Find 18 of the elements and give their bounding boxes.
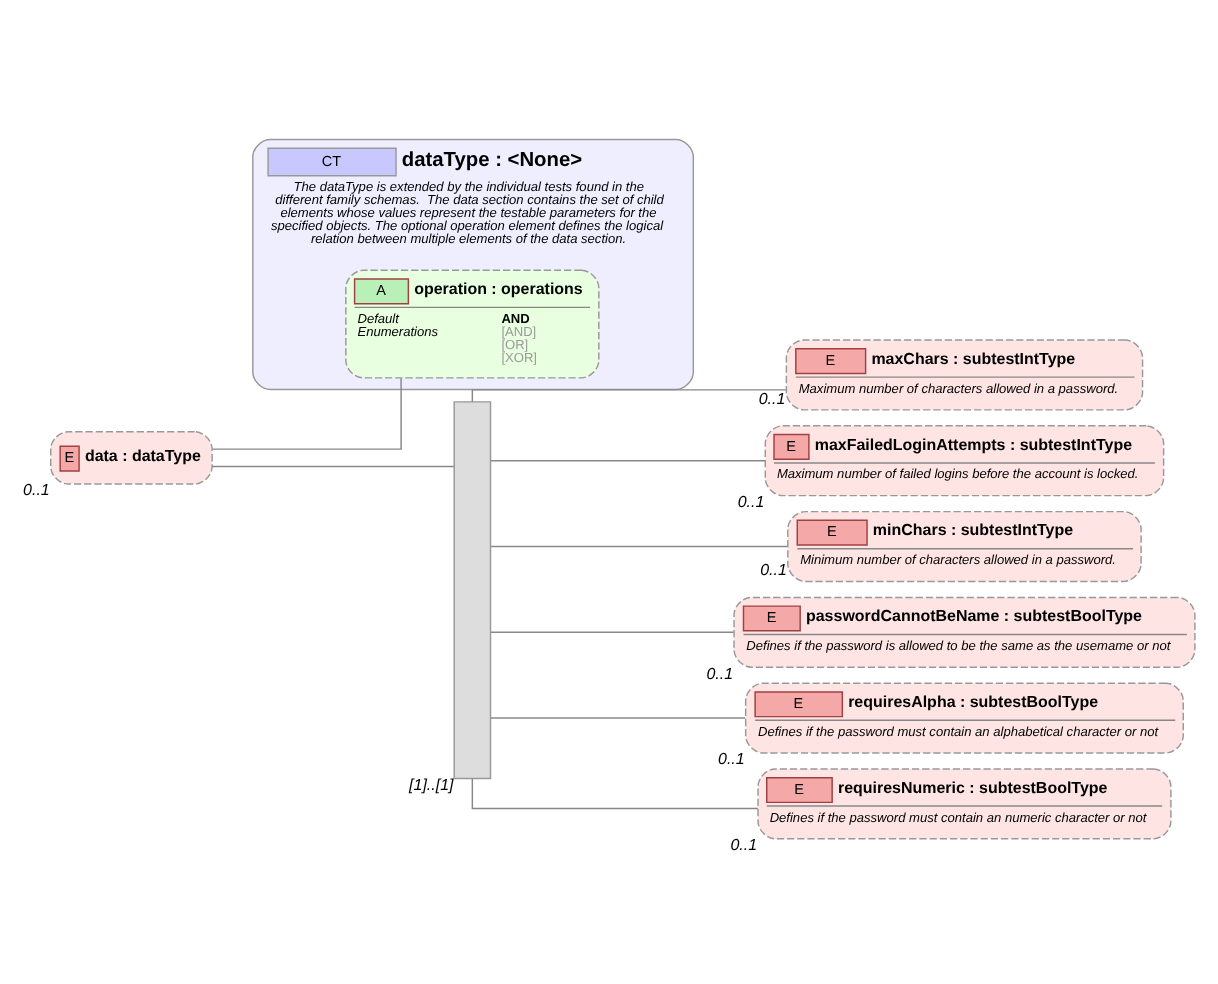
connector — [471, 777, 759, 810]
connector — [211, 377, 402, 450]
node-label: 0..1 — [760, 561, 787, 580]
connector — [490, 631, 735, 633]
connector — [471, 389, 787, 403]
node-label: 0..1 — [23, 481, 50, 500]
connector — [490, 717, 746, 719]
connector — [490, 460, 766, 462]
node-label: 0..1 — [730, 836, 758, 855]
node-label: [1]..[1] — [409, 775, 454, 794]
node-box: E data : dataType — [50, 430, 213, 485]
node-label: 0..1 — [737, 492, 765, 511]
connector — [211, 465, 455, 468]
node-label: 0..1 — [718, 750, 745, 769]
node-label: 0..1 — [758, 389, 786, 408]
node-label: 0..1 — [706, 664, 734, 683]
node-bar — [453, 401, 492, 780]
connector — [490, 545, 789, 548]
